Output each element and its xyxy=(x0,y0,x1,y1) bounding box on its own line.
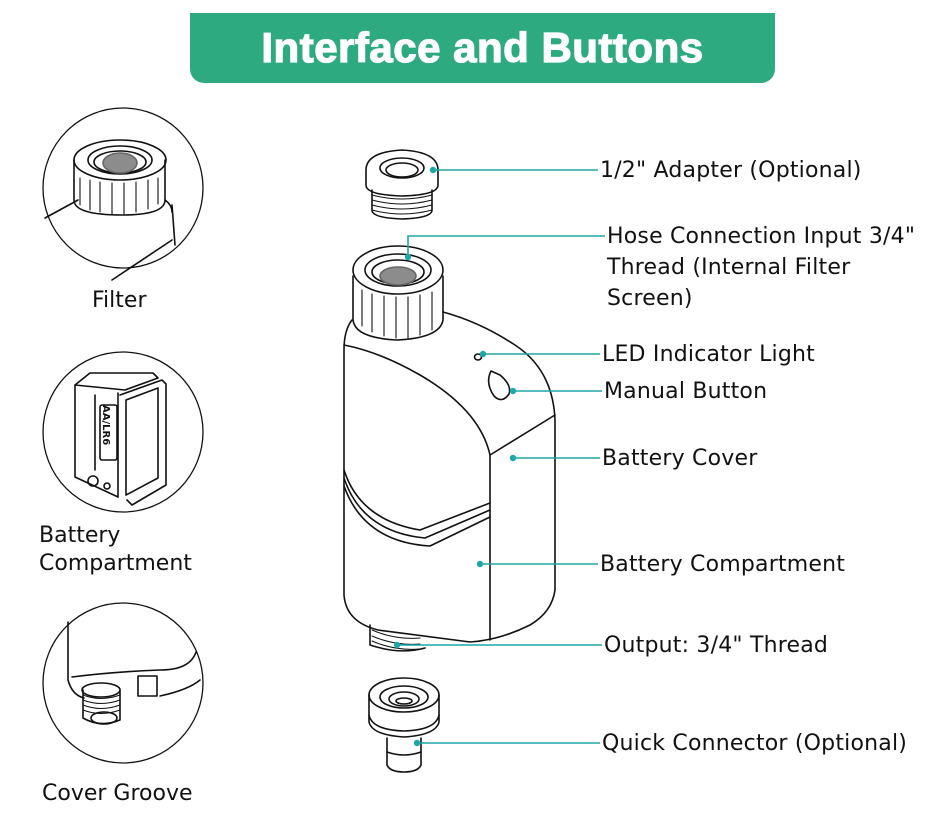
callout-hose-input: Hose Connection Input 3/4" Thread (Inter… xyxy=(607,224,916,311)
cover-groove-detail-view xyxy=(42,602,204,764)
title-banner: Interface and Buttons xyxy=(190,13,775,83)
filter-detail-view xyxy=(42,107,204,281)
leader-battery-cover xyxy=(509,454,600,462)
leader-led xyxy=(479,350,600,358)
battery-marking: AA/LR6 xyxy=(100,405,111,445)
callout-battery-compartment: Battery Compartment xyxy=(600,552,846,577)
filter-label: Filter xyxy=(92,288,147,313)
cover-groove-label: Cover Groove xyxy=(42,781,193,806)
callout-adapter: 1/2" Adapter (Optional) xyxy=(600,158,862,183)
callout-output: Output: 3/4" Thread xyxy=(604,633,829,658)
leader-quick-connector xyxy=(413,739,600,747)
leader-output xyxy=(393,641,602,649)
callout-quick-connector: Quick Connector (Optional) xyxy=(602,731,908,756)
leader-battery-compartment xyxy=(476,560,598,568)
cover-groove-illustration xyxy=(67,621,201,725)
callout-led: LED Indicator Light xyxy=(602,342,816,367)
leader-manual-button xyxy=(509,387,602,395)
leader-hose-input xyxy=(404,235,605,261)
callout-manual-button: Manual Button xyxy=(604,379,768,404)
battery-box-illustration xyxy=(74,372,167,506)
quick-connector-illustration xyxy=(368,677,440,773)
battery-compartment-detail-label: Battery Compartment xyxy=(39,523,192,576)
callout-battery-cover: Battery Cover xyxy=(602,446,758,471)
adapter-illustration xyxy=(365,149,439,220)
device-body-illustration xyxy=(343,311,556,643)
battery-compartment-detail-view xyxy=(42,351,204,513)
page-title: Interface and Buttons xyxy=(261,23,704,71)
inlet-nut-illustration xyxy=(352,245,444,341)
filter-nut-illustration xyxy=(44,139,176,281)
leader-adapter xyxy=(429,166,598,174)
